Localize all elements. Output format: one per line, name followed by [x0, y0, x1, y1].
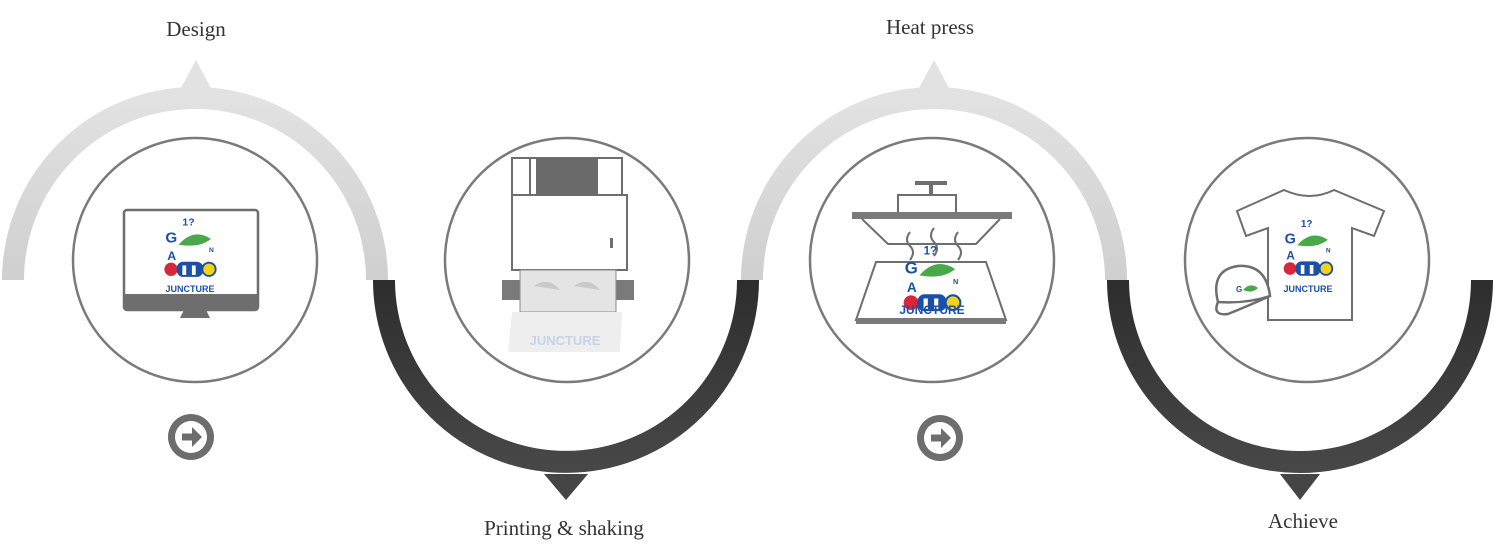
heat-press-icon: JUNCTURE [852, 181, 1012, 324]
step-circle-heat-press: JUNCTURE [808, 136, 1056, 384]
step-circle-design: JUNCTURE [71, 136, 319, 384]
arc-heat-press [741, 60, 1127, 281]
step-circle-printing: JUNCTURE [443, 136, 691, 384]
arc-achieve [1107, 279, 1493, 500]
tshirt-cap-icon: JUNCTURE G [1215, 188, 1386, 321]
monitor-icon: JUNCTURE [122, 208, 260, 318]
svg-text:JUNCTURE: JUNCTURE [530, 333, 601, 348]
svg-text:G: G [1236, 285, 1242, 294]
step-label-printing: Printing & shaking [484, 516, 644, 540]
step-label-heat-press: Heat press [886, 15, 974, 39]
artwork-text: JUNCTURE [1283, 284, 1332, 294]
step-circle-achieve: JUNCTURE G [1183, 136, 1431, 384]
arc-design [2, 60, 388, 281]
artwork-text: JUNCTURE [899, 303, 964, 317]
step-label-achieve: Achieve [1268, 509, 1338, 533]
arc-printing [373, 279, 759, 500]
printer-icon: JUNCTURE [502, 157, 634, 352]
artwork-text: JUNCTURE [165, 284, 214, 294]
step-label-design: Design [166, 17, 226, 41]
next-arrow-button[interactable] [168, 414, 214, 460]
next-arrow-button[interactable] [917, 415, 963, 461]
